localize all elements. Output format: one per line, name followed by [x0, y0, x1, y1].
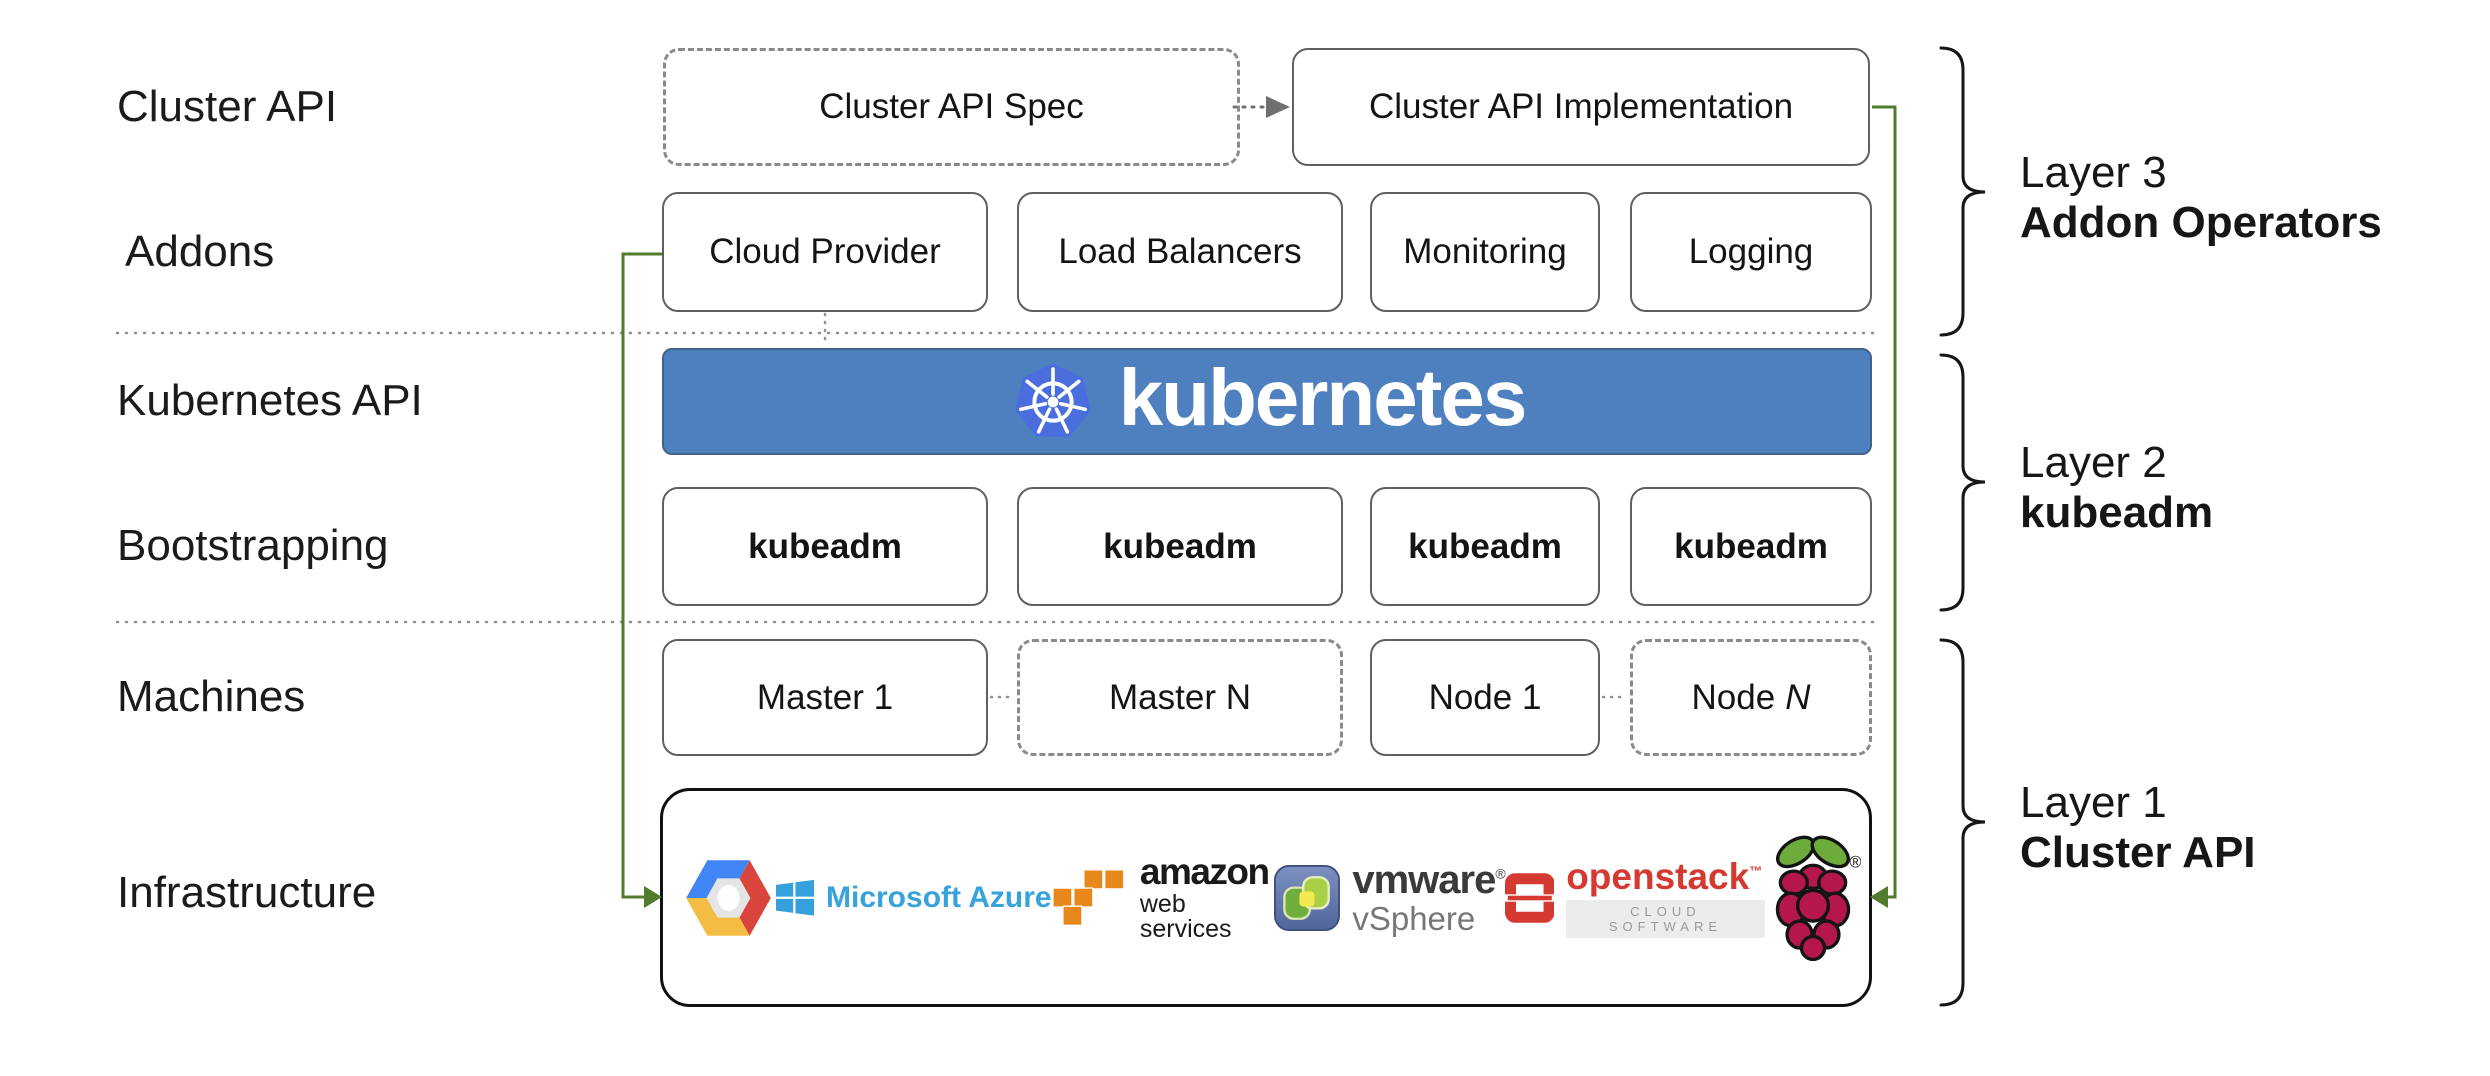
provider-microsoft-azure: Microsoft Azure — [776, 879, 1052, 917]
vsphere-icon — [1274, 864, 1341, 931]
kubeadm-box-1: kubeadm — [662, 487, 988, 606]
kubernetes-logo-icon — [1014, 362, 1091, 437]
monitoring-box: Monitoring — [1370, 192, 1600, 312]
google-cloud-platform-icon — [686, 859, 771, 936]
row-label-kubernetes-api: Kubernetes API — [117, 376, 423, 425]
layer-2-line2: kubeadm — [2020, 488, 2214, 537]
layer-3-line1: Layer 3 — [2020, 148, 2167, 197]
raspberry-registered-mark: ® — [1849, 853, 1861, 871]
layer-2-brace — [1939, 353, 1986, 612]
kubernetes-banner: kubernetes — [662, 348, 1872, 455]
azure-label: Microsoft Azure — [826, 880, 1052, 914]
row-label-cluster-api: Cluster API — [117, 82, 338, 131]
openstack-icon — [1504, 872, 1555, 923]
aws-cubes-icon — [1051, 868, 1125, 926]
vmware-registered-mark: ® — [1495, 865, 1505, 882]
layer-3-line2: Addon Operators — [2020, 198, 2382, 247]
layer-1-brace — [1939, 638, 1986, 1007]
load-balancers-label: Load Balancers — [1058, 232, 1302, 271]
provider-openstack: openstack™ CLOUD SOFTWARE — [1504, 855, 1765, 938]
logging-box: Logging — [1630, 192, 1872, 312]
infrastructure-box: Microsoft Azure amazon web services — [660, 788, 1872, 1007]
master-1-box: Master 1 — [662, 639, 988, 756]
kubeadm-box-2: kubeadm — [1017, 487, 1343, 606]
row-label-addons: Addons — [125, 227, 275, 276]
layer-3-brace — [1939, 46, 1986, 337]
cluster-api-implementation-box: Cluster API Implementation — [1292, 48, 1870, 166]
kubeadm-box-4: kubeadm — [1630, 487, 1872, 606]
layer-1-label: Layer 1 Cluster API — [2020, 778, 2256, 878]
windows-flag-icon — [776, 879, 814, 916]
monitoring-label: Monitoring — [1403, 232, 1567, 271]
cloud-provider-label: Cloud Provider — [709, 232, 941, 271]
layer-3-label: Layer 3 Addon Operators — [2020, 148, 2382, 248]
provider-google-cloud — [681, 852, 776, 944]
left-green-connector — [621, 252, 662, 899]
aws-label-secondary: web services — [1139, 890, 1232, 943]
kubeadm-label: kubeadm — [748, 526, 902, 566]
master-n-box: Master N — [1017, 639, 1343, 756]
layer-1-line2: Cluster API — [2020, 828, 2256, 877]
vmware-label: vmware — [1352, 858, 1496, 902]
row-label-bootstrapping: Bootstrapping — [117, 521, 389, 570]
node-1-box: Node 1 — [1370, 639, 1600, 756]
openstack-tagline: CLOUD SOFTWARE — [1566, 899, 1765, 938]
raspberry-pi-icon: ® — [1775, 835, 1861, 961]
openstack-label: openstack — [1566, 855, 1750, 897]
spec-to-implementation-arrowhead-icon — [1266, 96, 1290, 118]
kubeadm-label: kubeadm — [1408, 526, 1562, 566]
cluster-api-spec-label: Cluster API Spec — [819, 87, 1084, 126]
node-n-italic-n: N — [1785, 677, 1811, 717]
layer-2-label: Layer 2 kubeadm — [2020, 438, 2213, 538]
load-balancers-box: Load Balancers — [1017, 192, 1343, 312]
provider-amazon-web-services: amazon web services — [1051, 851, 1275, 943]
master-n-label: Master N — [1109, 677, 1251, 717]
right-green-connector — [1872, 105, 1897, 899]
master-1-label: Master 1 — [756, 677, 894, 717]
provider-raspberry-pi: ® — [1765, 829, 1861, 967]
node-1-label: Node 1 — [1428, 677, 1542, 717]
row-label-infrastructure: Infrastructure — [117, 868, 377, 917]
kubeadm-label: kubeadm — [1674, 526, 1828, 566]
layer-1-line1: Layer 1 — [2020, 778, 2167, 827]
openstack-trademark: ™ — [1749, 863, 1763, 879]
layer-2-line1: Layer 2 — [2020, 438, 2167, 487]
right-green-arrowhead-icon — [1870, 886, 1888, 908]
aws-label-primary: amazon — [1139, 851, 1270, 892]
cluster-api-spec-box: Cluster API Spec — [663, 48, 1240, 166]
logging-label: Logging — [1688, 232, 1814, 271]
row-label-machines: Machines — [117, 672, 306, 721]
cluster-api-implementation-label: Cluster API Implementation — [1368, 87, 1794, 126]
kubernetes-wordmark: kubernetes — [1118, 352, 1528, 442]
provider-vmware-vsphere: vmware® vSphere — [1274, 858, 1506, 937]
node-n-label: Node — [1691, 677, 1776, 717]
cloud-provider-box: Cloud Provider — [662, 192, 988, 312]
vsphere-label: vSphere — [1352, 900, 1476, 937]
kubeadm-label: kubeadm — [1103, 526, 1257, 566]
kubeadm-box-3: kubeadm — [1370, 487, 1600, 606]
